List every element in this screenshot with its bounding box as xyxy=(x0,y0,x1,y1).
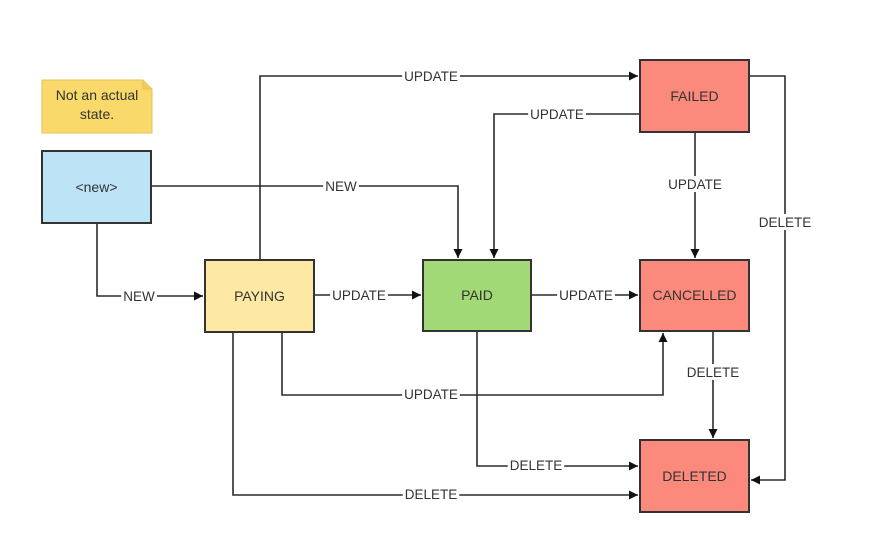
svg-text:DELETE: DELETE xyxy=(510,458,563,473)
edge-paid-to-deleted xyxy=(476,331,638,471)
edge-paying-to-cancelled xyxy=(281,332,668,396)
svg-text:UPDATE: UPDATE xyxy=(559,288,613,303)
note-fold-icon xyxy=(142,80,152,90)
edge-label-paid-to-deleted: DELETE xyxy=(507,457,565,473)
edge-paying-to-failed xyxy=(259,71,638,260)
state-failed[interactable]: FAILED xyxy=(639,59,750,133)
edge-label-new-to-paying: NEW xyxy=(121,288,157,304)
edge-label-paying-to-deleted: DELETE xyxy=(402,486,460,502)
edge-label-failed-to-deleted: DELETE xyxy=(756,214,814,230)
note-text-line-2: state. xyxy=(80,106,114,122)
svg-text:CANCELLED: CANCELLED xyxy=(652,287,736,303)
edge-new-to-paid xyxy=(151,185,463,258)
svg-text:PAYING: PAYING xyxy=(234,288,285,304)
svg-text:UPDATE: UPDATE xyxy=(668,177,722,192)
svg-text:UPDATE: UPDATE xyxy=(332,288,386,303)
svg-text:NEW: NEW xyxy=(123,289,155,304)
svg-text:DELETED: DELETED xyxy=(662,468,727,484)
svg-text:FAILED: FAILED xyxy=(670,88,718,104)
edge-new-to-paying xyxy=(96,223,203,301)
edge-label-cancelled-to-deleted: DELETE xyxy=(684,364,742,380)
svg-text:UPDATE: UPDATE xyxy=(404,69,458,84)
svg-text:DELETE: DELETE xyxy=(687,365,740,380)
svg-text:PAID: PAID xyxy=(461,287,493,303)
edge-label-failed-to-cancelled: UPDATE xyxy=(666,176,724,192)
edge-failed-to-deleted xyxy=(749,75,786,485)
edge-label-failed-to-paid: UPDATE xyxy=(528,106,586,122)
nodes: <new> PAYING PAID FAILED CANCELLED DELET… xyxy=(41,59,750,513)
note-text-line-1: Not an actual xyxy=(56,87,139,103)
svg-text:<new>: <new> xyxy=(75,179,117,195)
svg-text:DELETE: DELETE xyxy=(759,215,812,230)
edge-label-paying-to-failed: UPDATE xyxy=(402,68,460,84)
state-cancelled[interactable]: CANCELLED xyxy=(639,259,750,332)
svg-text:UPDATE: UPDATE xyxy=(530,107,584,122)
edge-label-new-to-paid: NEW xyxy=(323,178,359,194)
edge-paying-to-deleted xyxy=(232,332,638,500)
state-new[interactable]: <new> xyxy=(41,150,152,224)
svg-text:DELETE: DELETE xyxy=(405,487,458,502)
svg-text:UPDATE: UPDATE xyxy=(404,387,458,402)
edge-label-paying-to-cancelled: UPDATE xyxy=(402,386,460,402)
note-shape xyxy=(41,79,153,134)
state-paying[interactable]: PAYING xyxy=(204,259,315,333)
note: Not an actual state. xyxy=(41,79,153,134)
edge-label-paid-to-cancelled: UPDATE xyxy=(557,287,615,303)
state-deleted[interactable]: DELETED xyxy=(639,439,750,513)
edge-failed-to-paid xyxy=(489,113,640,258)
edge-label-paying-to-paid: UPDATE xyxy=(330,287,388,303)
svg-text:NEW: NEW xyxy=(325,179,357,194)
edge-labels: NEW NEW UPDATE UPDATE UPDATE UPDATE UPDA… xyxy=(121,68,814,502)
edges xyxy=(96,71,786,500)
state-paid[interactable]: PAID xyxy=(422,259,532,332)
